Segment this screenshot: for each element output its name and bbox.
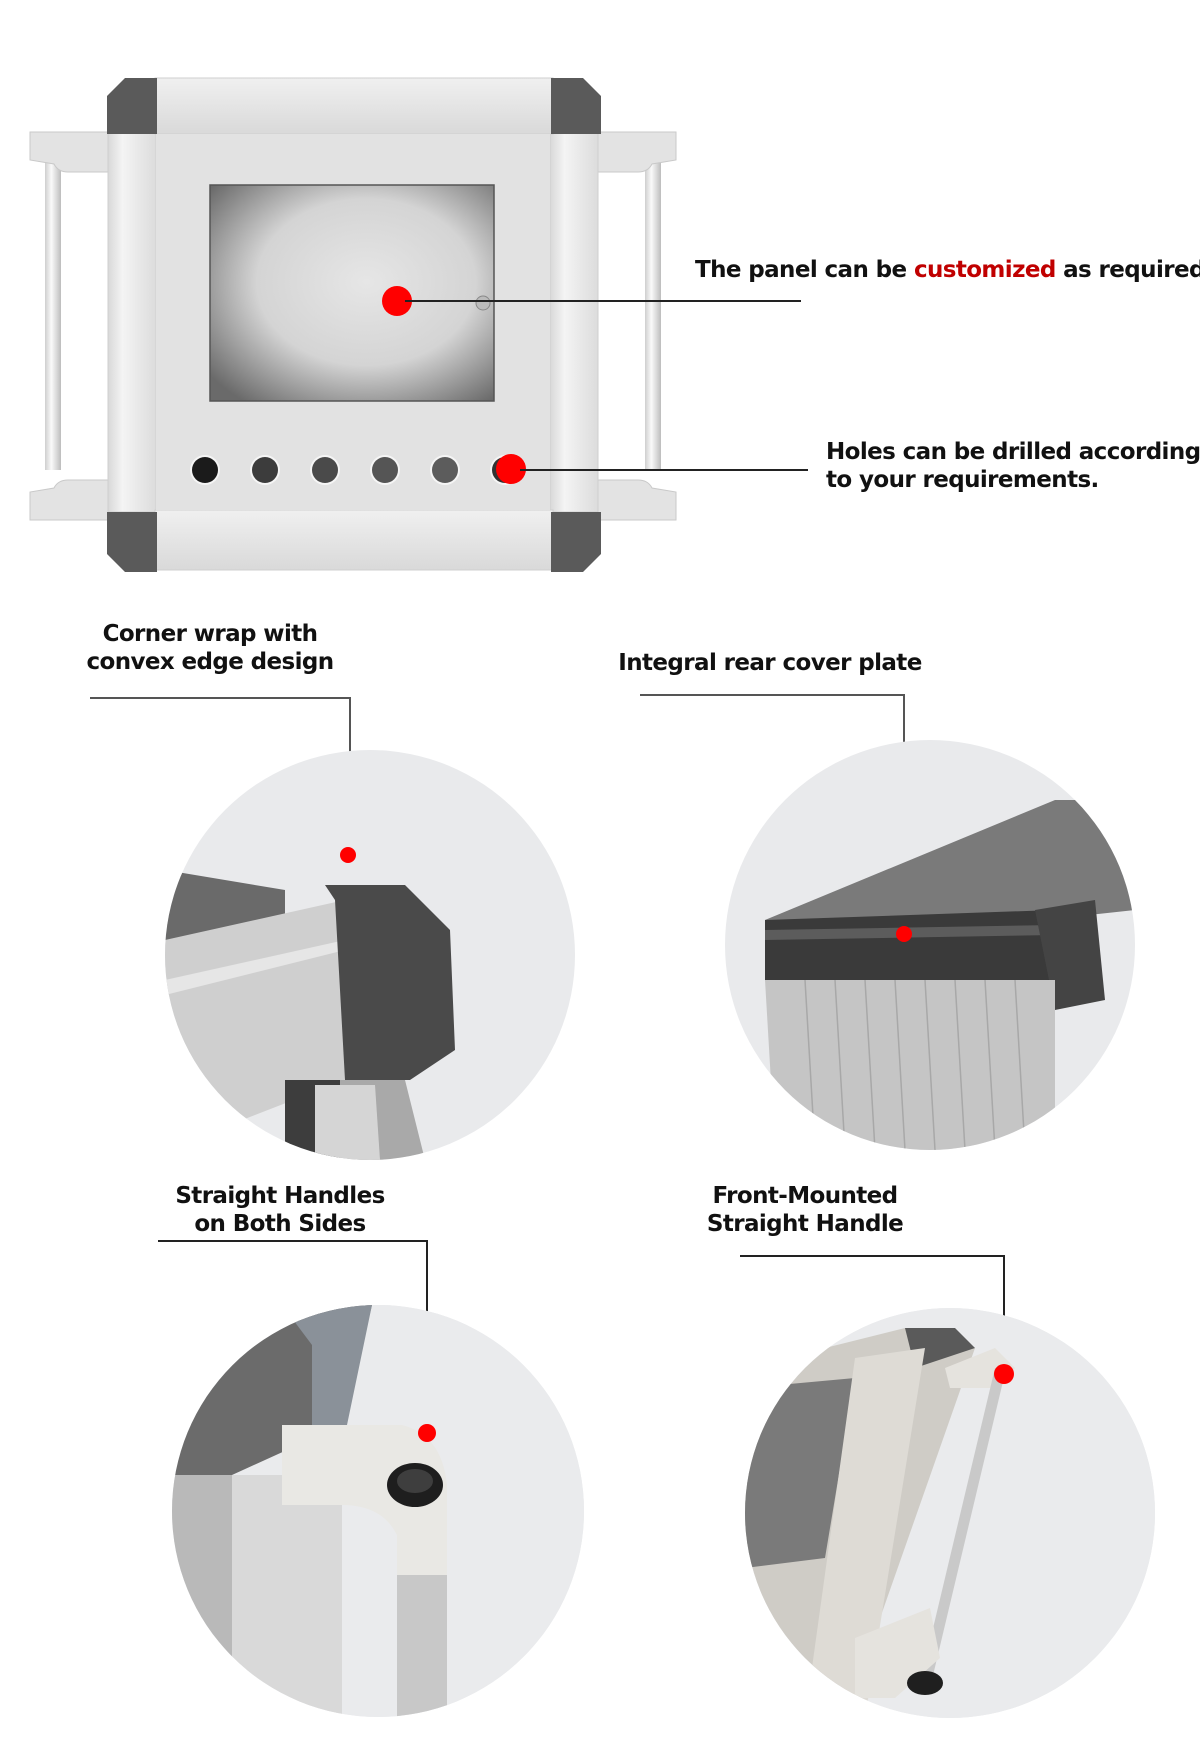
drill-hole (432, 457, 458, 483)
detail-front-handle-marker (994, 1364, 1014, 1384)
callout-panel-highlight: customized (913, 257, 1056, 283)
left-handle (29, 131, 109, 521)
detail-side-handles-line1: Straight Handles (175, 1183, 385, 1209)
detail-side-handles-marker (418, 1424, 436, 1442)
detail-corner-marker (340, 847, 356, 863)
detail-rear-leader-h (640, 694, 905, 696)
detail-front-handle-leader-h (740, 1255, 1005, 1257)
leader-holes (520, 469, 808, 471)
detail-side-handles-caption: Straight Handles on Both Sides (150, 1182, 410, 1238)
detail-front-handle-leader-v (1003, 1255, 1005, 1367)
detail-rear-caption: Integral rear cover plate (600, 649, 940, 677)
drill-hole (312, 457, 338, 483)
right-handle (597, 131, 677, 521)
drill-hole (192, 457, 218, 483)
callout-holes-line2: to your requirements. (826, 467, 1099, 493)
display-window (209, 184, 495, 402)
enclosure-illustration (29, 77, 677, 572)
detail-corner-photo (165, 750, 575, 1160)
detail-side-handles-line2: on Both Sides (194, 1211, 366, 1237)
callout-holes-line1: Holes can be drilled according (826, 439, 1200, 465)
detail-corner-leader-h (90, 697, 350, 699)
drill-hole (252, 457, 278, 483)
detail-rear-marker (896, 926, 912, 942)
callout-panel: The panel can be customized as required. (695, 256, 1200, 284)
callout-panel-text-after: as required. (1055, 257, 1200, 283)
detail-rear-photo (725, 740, 1135, 1150)
drill-hole (372, 457, 398, 483)
detail-corner-caption: Corner wrap with convex edge design (80, 620, 340, 676)
leader-panel (405, 300, 801, 302)
detail-corner-line2: convex edge design (86, 649, 334, 675)
detail-rear-line1: Integral rear cover plate (618, 650, 922, 676)
detail-front-handle-line2: Straight Handle (706, 1211, 904, 1237)
callout-panel-text-before: The panel can be (695, 257, 914, 283)
detail-side-handles-leader-h (158, 1240, 428, 1242)
callout-holes: Holes can be drilled according to your r… (826, 438, 1200, 494)
detail-front-handle-caption: Front-Mounted Straight Handle (675, 1182, 935, 1238)
detail-front-handle-line1: Front-Mounted (712, 1183, 899, 1209)
detail-front-handle-photo (745, 1308, 1155, 1718)
detail-corner-line1: Corner wrap with (102, 621, 318, 647)
detail-side-handles-photo (172, 1305, 584, 1717)
